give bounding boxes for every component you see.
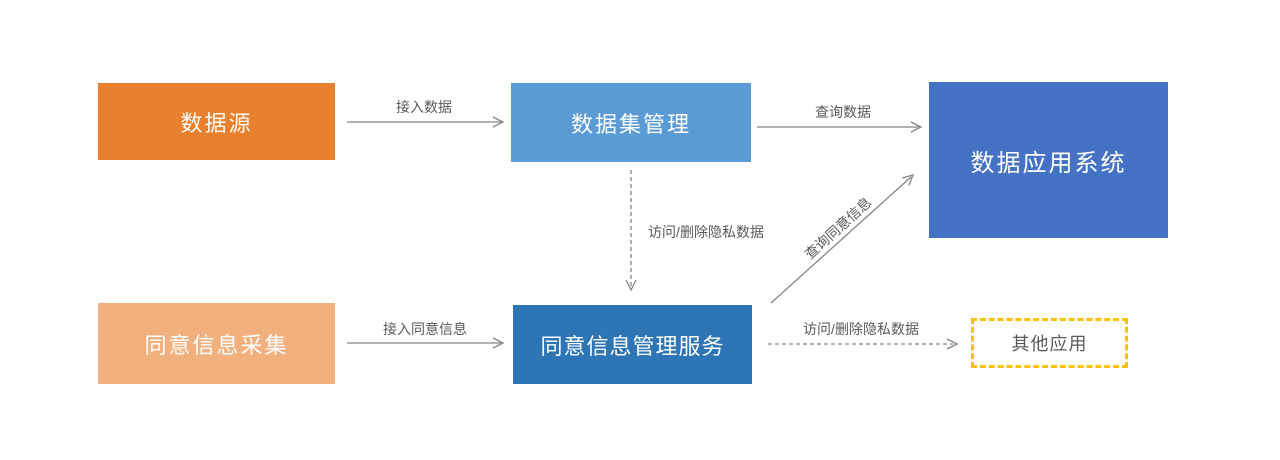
node-data-source-label: 数据源: [180, 110, 253, 136]
node-dataset-management-label: 数据集管理: [570, 111, 691, 137]
node-consent-info-collection[interactable]: 同意信息采集: [98, 303, 335, 384]
edge-label-access-delete-private-data-down: 访问/删除隐私数据: [648, 224, 764, 240]
node-consent-management-service-label: 同意信息管理服务: [540, 333, 725, 359]
edge-label-access-delete-private-data-right: 访问/删除隐私数据: [803, 321, 919, 337]
edge-label-access-data: 接入数据: [396, 99, 452, 115]
arrowhead-right-icon: [946, 338, 959, 350]
arrowhead-down-icon: [625, 279, 637, 292]
arrowhead-right-icon: [910, 121, 923, 133]
edge-label-query-data: 查询数据: [815, 104, 871, 120]
connector-access-delete-private-data-down: [625, 170, 637, 292]
arrowhead-upright-icon: [902, 174, 915, 186]
connector-query-data: [757, 121, 923, 133]
connector-access-delete-private-data-right: [768, 338, 959, 350]
node-data-application-system-label: 数据应用系统: [970, 149, 1127, 177]
connector-query-consent-info: [770, 174, 915, 304]
node-other-applications-label: 其他应用: [1011, 334, 1088, 354]
connector-access-consent-info: [347, 337, 505, 349]
node-consent-info-collection-label: 同意信息采集: [144, 332, 289, 358]
edge-label-access-consent-info: 接入同意信息: [383, 321, 467, 337]
connector-access-data: [347, 116, 505, 128]
arrowhead-right-icon: [492, 116, 505, 128]
node-dataset-management[interactable]: 数据集管理: [511, 83, 751, 162]
node-other-applications[interactable]: 其他应用: [971, 318, 1128, 368]
arrowhead-right-icon: [492, 337, 505, 349]
node-data-application-system[interactable]: 数据应用系统: [929, 82, 1168, 238]
node-data-source[interactable]: 数据源: [98, 83, 335, 160]
node-consent-management-service[interactable]: 同意信息管理服务: [513, 305, 752, 384]
